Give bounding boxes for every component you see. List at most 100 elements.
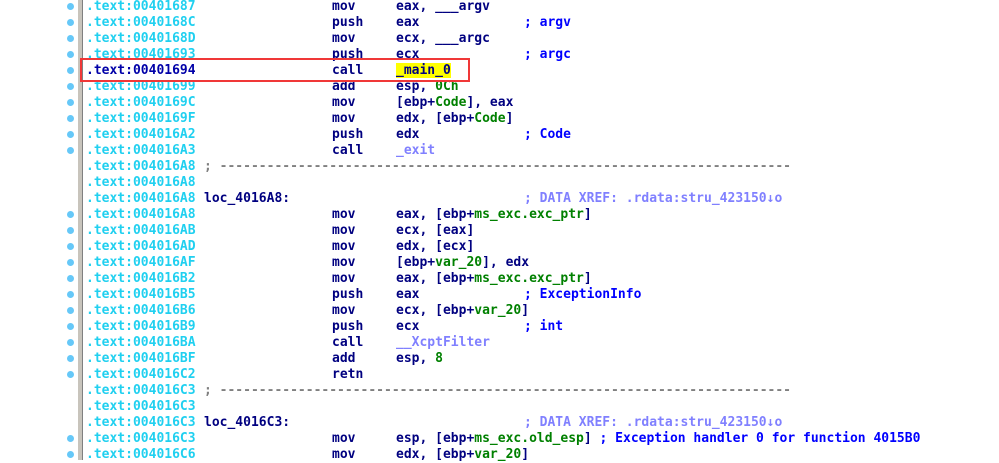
operand-function-ref[interactable]: __XcptFilter [396, 335, 490, 350]
operand-text: edx, [ebp+ [396, 447, 475, 462]
operand-variable[interactable]: var_20 [474, 447, 522, 462]
operands: ecx, ___argc [396, 31, 490, 47]
operand-function-ref-highlighted[interactable]: _main_0 [396, 63, 451, 78]
line-address: .text:0040169C [86, 95, 196, 110]
operand-import-ref[interactable]: ___argc [435, 31, 490, 46]
operand-variable[interactable]: Code [474, 111, 506, 126]
mnemonic: retn [332, 367, 364, 382]
line-address: .text:004016A2 [86, 127, 196, 142]
operands: ecx, [ebp+var_20] [396, 303, 529, 319]
operand-text: ], eax [466, 95, 514, 110]
line-address: .text:004016B2 [86, 271, 196, 286]
operand-variable[interactable]: ms_exc.exc_ptr [474, 271, 584, 286]
disasm-line[interactable]: .text:004016C3; ------------------------… [0, 383, 999, 399]
line-address: .text:004016BA [86, 335, 196, 350]
breakpoint-dot-icon[interactable] [67, 83, 74, 90]
operand-variable[interactable]: Code [435, 95, 467, 110]
operand-variable[interactable]: ms_exc.exc_ptr [474, 207, 584, 222]
breakpoint-dot-icon[interactable] [67, 307, 74, 314]
line-address: .text:004016AB [86, 223, 196, 238]
breakpoint-dot-icon[interactable] [67, 211, 74, 218]
disasm-line[interactable]: .text:004016A8; ------------------------… [0, 159, 999, 175]
code-label[interactable]: loc_4016A8: [204, 191, 291, 206]
breakpoint-dot-icon[interactable] [67, 435, 74, 442]
operands: [ebp+var_20], edx [396, 255, 529, 271]
line-address: .text:00401687 [86, 0, 196, 14]
line-comment: ; int [524, 319, 564, 334]
breakpoint-dot-icon[interactable] [67, 227, 74, 234]
operand-import-ref[interactable]: ___argv [435, 0, 490, 14]
breakpoint-dot-icon[interactable] [67, 131, 74, 138]
breakpoint-dot-icon[interactable] [67, 3, 74, 10]
xref-comment[interactable]: ; DATA XREF: .rdata:stru_423150↓o [524, 415, 783, 430]
arrows-pane-divider [78, 0, 83, 460]
breakpoint-dot-icon[interactable] [67, 51, 74, 58]
operands: __XcptFilter [396, 335, 490, 351]
line-address: .text:004016B9 [86, 319, 196, 334]
breakpoint-dot-icon[interactable] [67, 259, 74, 266]
line-comment: ; ExceptionInfo [524, 287, 642, 302]
mnemonic: add [332, 79, 356, 94]
operands: edx, [ebp+var_20] [396, 447, 529, 463]
breakpoint-dot-icon[interactable] [67, 355, 74, 362]
breakpoint-dot-icon[interactable] [67, 35, 74, 42]
operand-text: ], edx [482, 255, 530, 270]
operand-text: esp, [ebp+ [396, 431, 475, 446]
operand-function-ref[interactable]: _exit [396, 143, 436, 158]
disasm-line[interactable]: .text:004016C3 [0, 399, 999, 415]
line-address: .text:0040168C [86, 15, 196, 30]
line-address: .text:004016A8 [86, 207, 196, 222]
operand-text: ] [583, 207, 592, 222]
operands: eax [396, 15, 419, 31]
disasm-line[interactable]: .text:004016A8 [0, 175, 999, 191]
breakpoint-dot-icon[interactable] [67, 371, 74, 378]
breakpoint-dot-icon[interactable] [67, 147, 74, 154]
annotation-highlight-box [80, 58, 470, 82]
breakpoint-dot-icon[interactable] [67, 99, 74, 106]
operand-variable[interactable]: var_20 [435, 255, 483, 270]
operand-variable[interactable]: var_20 [474, 303, 522, 318]
operand-variable[interactable]: ms_exc.old_esp [474, 431, 584, 446]
breakpoint-dot-icon[interactable] [67, 323, 74, 330]
code-label[interactable]: loc_4016C3: [204, 415, 291, 430]
breakpoint-gutter[interactable] [0, 0, 78, 460]
breakpoint-dot-icon[interactable] [67, 291, 74, 298]
operand-text: ecx, [ebp+ [396, 303, 475, 318]
line-address: .text:004016A8 [86, 175, 196, 190]
xref-comment[interactable]: ; DATA XREF: .rdata:stru_423150↓o [524, 191, 783, 206]
mnemonic: mov [332, 271, 356, 286]
breakpoint-dot-icon[interactable] [67, 275, 74, 282]
breakpoint-dot-icon[interactable] [67, 243, 74, 250]
breakpoint-dot-icon[interactable] [67, 67, 74, 74]
breakpoint-dot-icon[interactable] [67, 19, 74, 26]
operand-text: edx [396, 127, 420, 142]
breakpoint-dot-icon[interactable] [67, 339, 74, 346]
line-address: .text:004016C6 [86, 447, 196, 462]
breakpoint-dot-icon[interactable] [67, 115, 74, 122]
breakpoint-dot-icon[interactable] [67, 451, 74, 458]
